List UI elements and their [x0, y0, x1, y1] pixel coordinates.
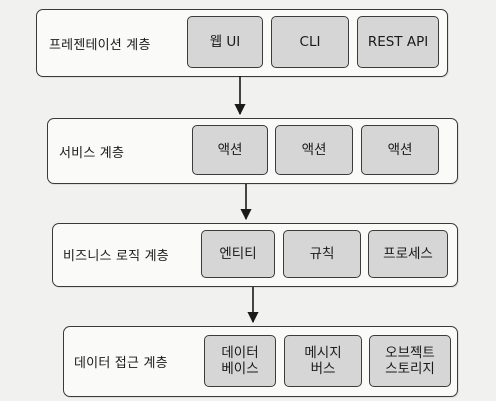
component-rule: 규칙 — [283, 230, 361, 278]
component-message-bus: 메시지 버스 — [284, 335, 362, 387]
component-entity: 엔티티 — [201, 230, 275, 278]
layer-title: 비즈니스 로직 계층 — [63, 249, 169, 264]
component-object-storage: 오브젝트 스토리지 — [369, 335, 451, 387]
component-action-2: 액션 — [275, 125, 353, 175]
component-action-3: 액션 — [361, 125, 439, 175]
layer-data-access: 데이터 접근 계층 데이터 베이스 메시지 버스 오브젝트 스토리지 — [63, 326, 458, 397]
layer-title: 서비스 계층 — [59, 146, 125, 161]
layer-title: 데이터 접근 계층 — [74, 356, 168, 371]
component-action-1: 액션 — [192, 125, 268, 175]
layer-service: 서비스 계층 액션 액션 액션 — [47, 118, 458, 184]
component-web-ui: 웹 UI — [187, 16, 263, 68]
component-process: 프로세스 — [368, 230, 448, 278]
component-cli: CLI — [271, 16, 349, 68]
layer-title: 프레젠테이션 계층 — [49, 38, 151, 53]
component-rest-api: REST API — [357, 16, 439, 68]
layer-business-logic: 비즈니스 로직 계층 엔티티 규칙 프로세스 — [52, 223, 458, 287]
layer-presentation: 프레젠테이션 계층 웹 UI CLI REST API — [36, 9, 448, 77]
component-database: 데이터 베이스 — [204, 335, 276, 387]
